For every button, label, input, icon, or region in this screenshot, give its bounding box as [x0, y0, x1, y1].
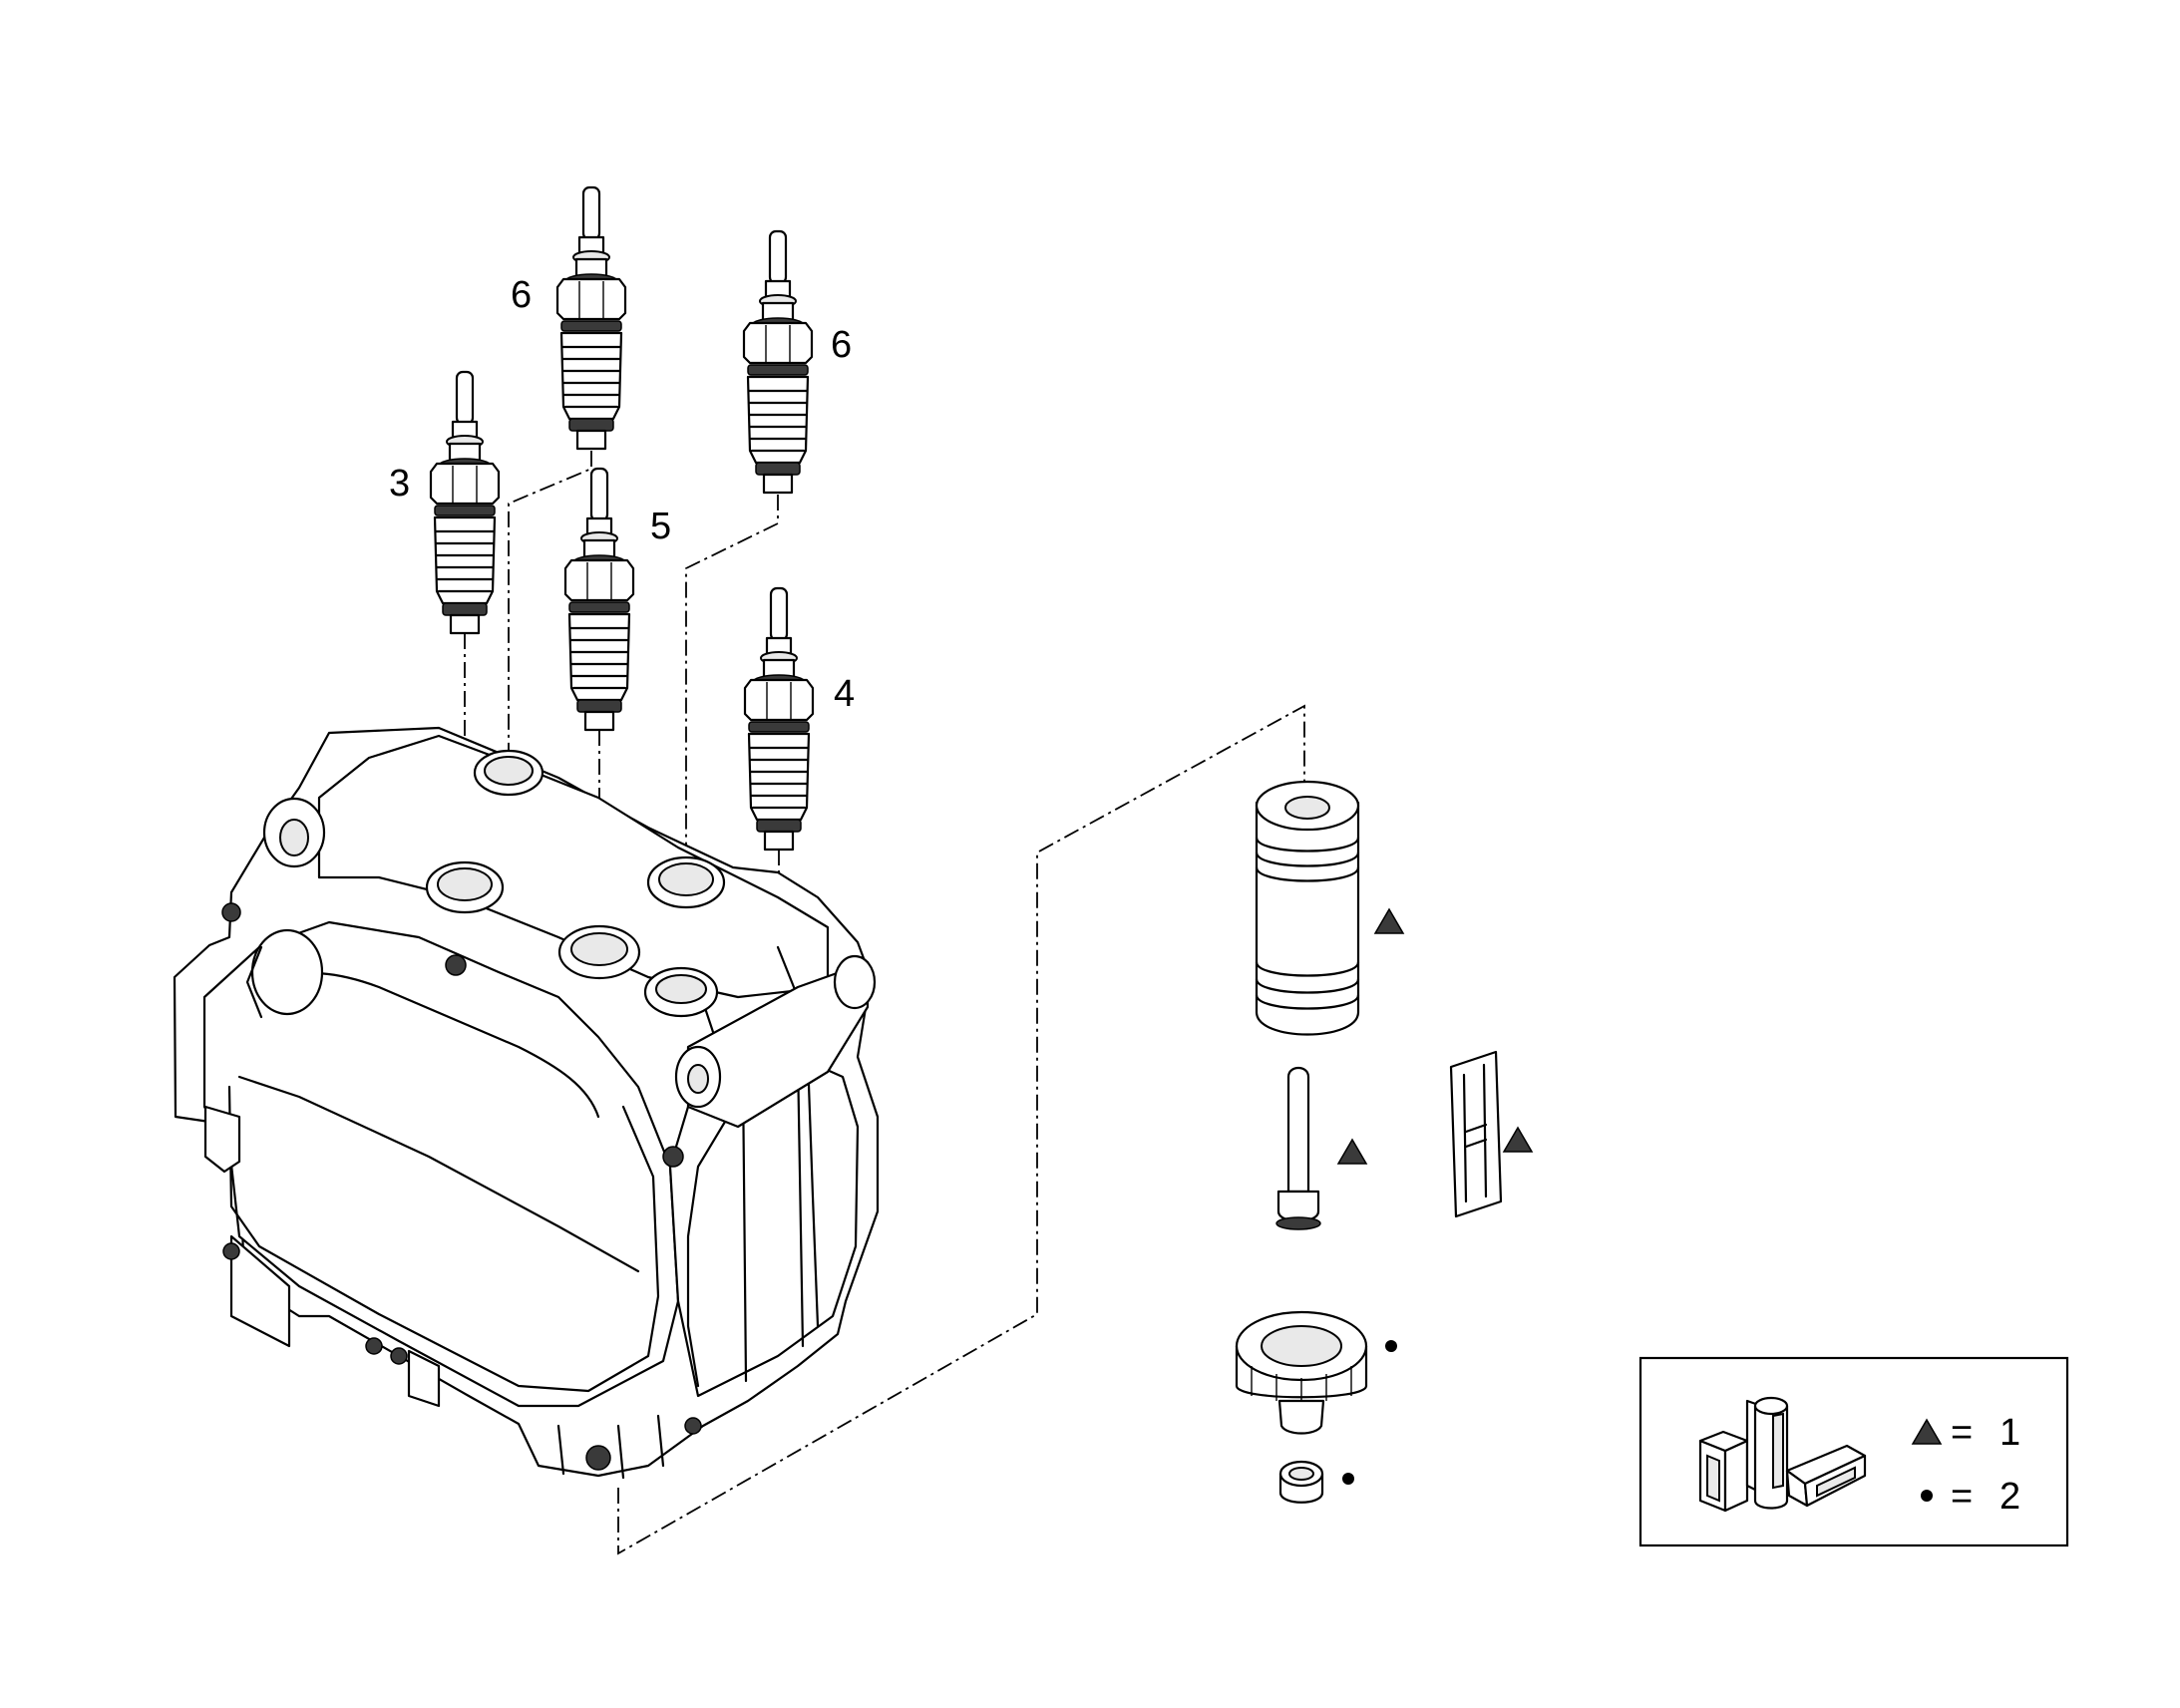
- legend-equals-dot: =: [1951, 1476, 1973, 1518]
- injector-right: [743, 586, 815, 852]
- callout-4: 4: [834, 673, 855, 715]
- dot-icon: [1342, 1473, 1354, 1485]
- triangle-icon: [1911, 1418, 1943, 1445]
- threaded-cap: [1235, 1310, 1368, 1435]
- small-plug: [1278, 1460, 1324, 1504]
- legend-value-triangle: 1: [1999, 1412, 2020, 1454]
- callout-6-left: 6: [511, 274, 532, 316]
- triangle-icon: [1502, 1126, 1534, 1153]
- repair-kit-icon: [1698, 1396, 1867, 1513]
- filter-insert: [1275, 1066, 1321, 1230]
- legend-box: = 1 = 2: [1638, 1356, 2069, 1547]
- callout-3: 3: [389, 463, 410, 505]
- retaining-clip: [1449, 1050, 1503, 1218]
- dot-icon: [1921, 1490, 1933, 1502]
- triangle-icon: [1336, 1138, 1368, 1165]
- pump-housing: [173, 726, 880, 1480]
- injector-top-left: [555, 185, 627, 451]
- filter-cartridge: [1255, 780, 1360, 1036]
- injector-middle: [563, 467, 635, 732]
- triangle-icon: [1373, 907, 1405, 934]
- callout-5: 5: [650, 506, 671, 547]
- injector-top-right: [742, 229, 814, 495]
- dot-icon: [1385, 1340, 1397, 1352]
- callout-6-right: 6: [831, 324, 852, 366]
- legend-equals-triangle: =: [1951, 1412, 1973, 1454]
- injector-left: [429, 370, 501, 635]
- legend-value-dot: 2: [1999, 1476, 2020, 1518]
